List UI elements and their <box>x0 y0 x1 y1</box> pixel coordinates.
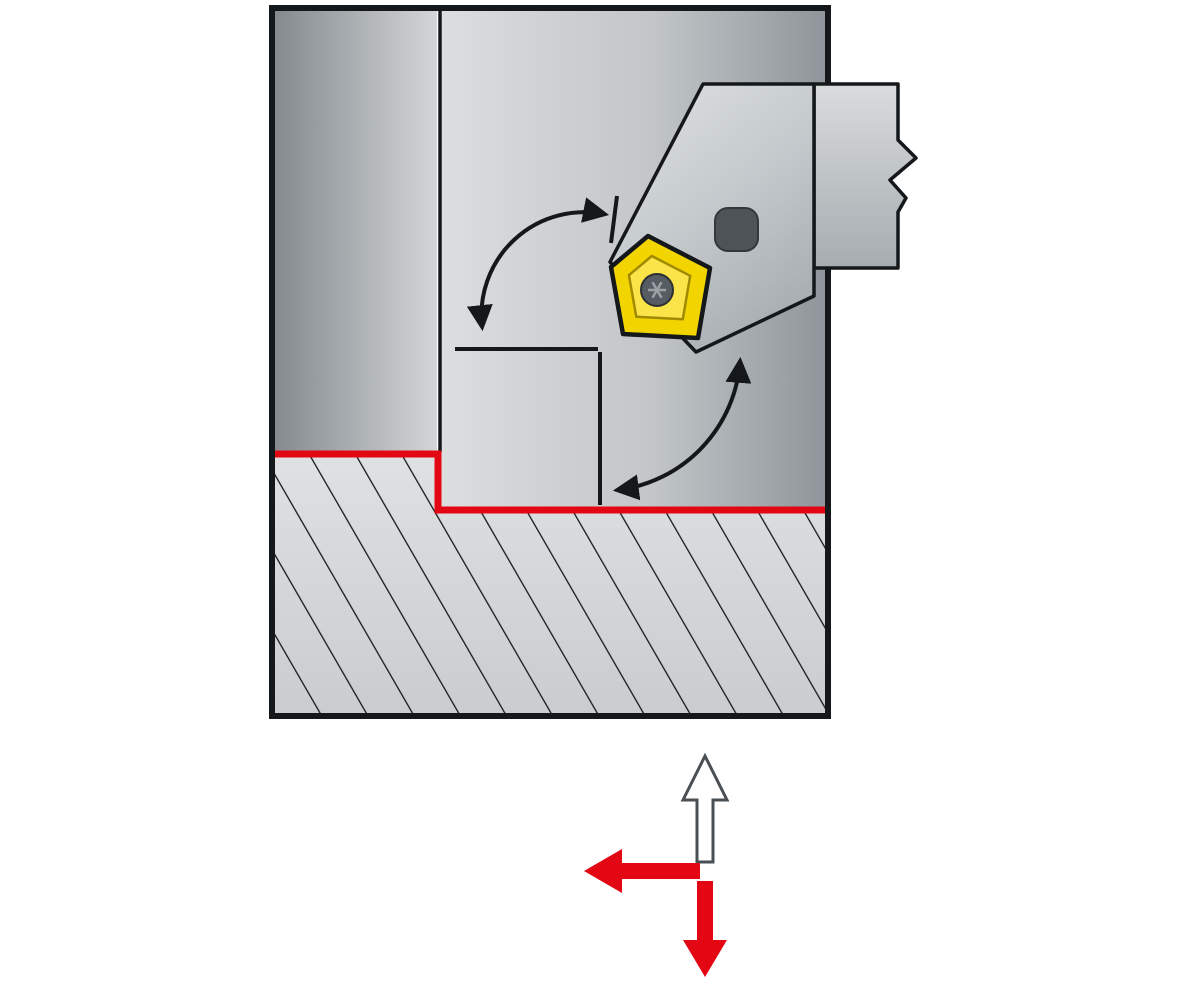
insert <box>608 233 713 341</box>
machined-contour-line <box>272 450 828 514</box>
retract-up-arrow-icon <box>680 752 730 864</box>
tool-shank <box>812 82 918 270</box>
swivel-arc-upper <box>466 197 610 332</box>
swivel-arcs <box>466 197 752 501</box>
feed-direction-arrows <box>584 752 730 977</box>
feed-left-arrow-icon <box>584 849 700 893</box>
angle-tick-line <box>609 195 619 244</box>
workpiece-left-region <box>275 11 437 454</box>
reference-lines <box>455 195 619 505</box>
clamp-hole <box>714 207 759 252</box>
infeed-down-arrow-icon <box>683 881 727 977</box>
swivel-arc-lower <box>612 356 752 501</box>
clamp-screw-torx-icon <box>648 281 666 299</box>
material-section-hatch <box>275 454 825 713</box>
workpiece-border <box>269 5 831 719</box>
